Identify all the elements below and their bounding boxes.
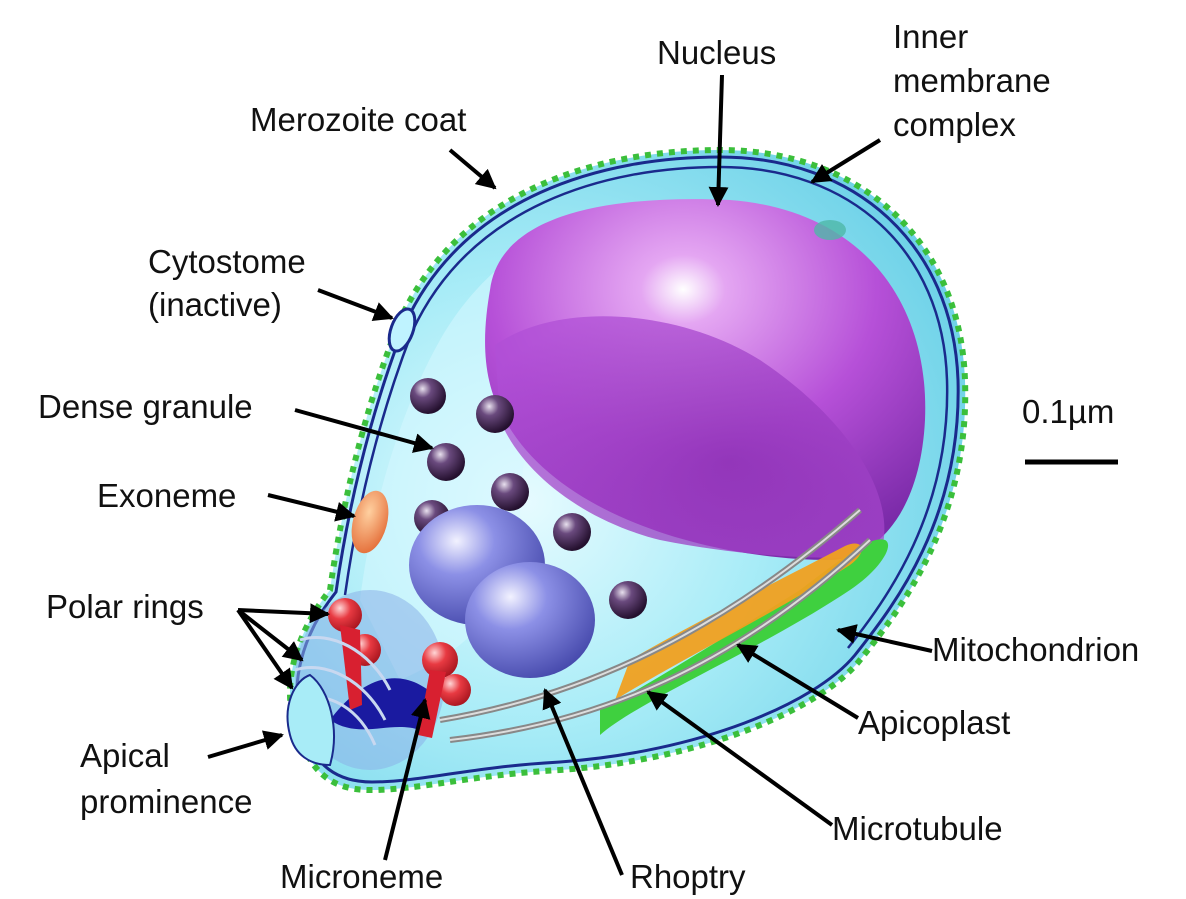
label-exoneme: Exoneme	[97, 477, 236, 514]
label-mitochondrion: Mitochondrion	[932, 631, 1139, 668]
label-rhoptry: Rhoptry	[630, 858, 746, 895]
label-polar-rings: Polar rings	[46, 588, 204, 625]
label-cytostome: Cytostome (inactive)	[148, 240, 306, 326]
label-microtubule: Microtubule	[832, 810, 1003, 847]
label-dense-granule: Dense granule	[38, 388, 253, 425]
scale-bar-label: 0.1µm	[1022, 393, 1114, 430]
label-apicoplast: Apicoplast	[858, 704, 1010, 741]
label-apical-prominence: Apical prominence	[80, 733, 252, 825]
label-merozoite-coat: Merozoite coat	[250, 101, 466, 138]
label-inner-membrane-complex: Inner membrane complex	[893, 15, 1051, 147]
label-nucleus: Nucleus	[657, 34, 776, 71]
label-microneme: Microneme	[280, 858, 443, 895]
